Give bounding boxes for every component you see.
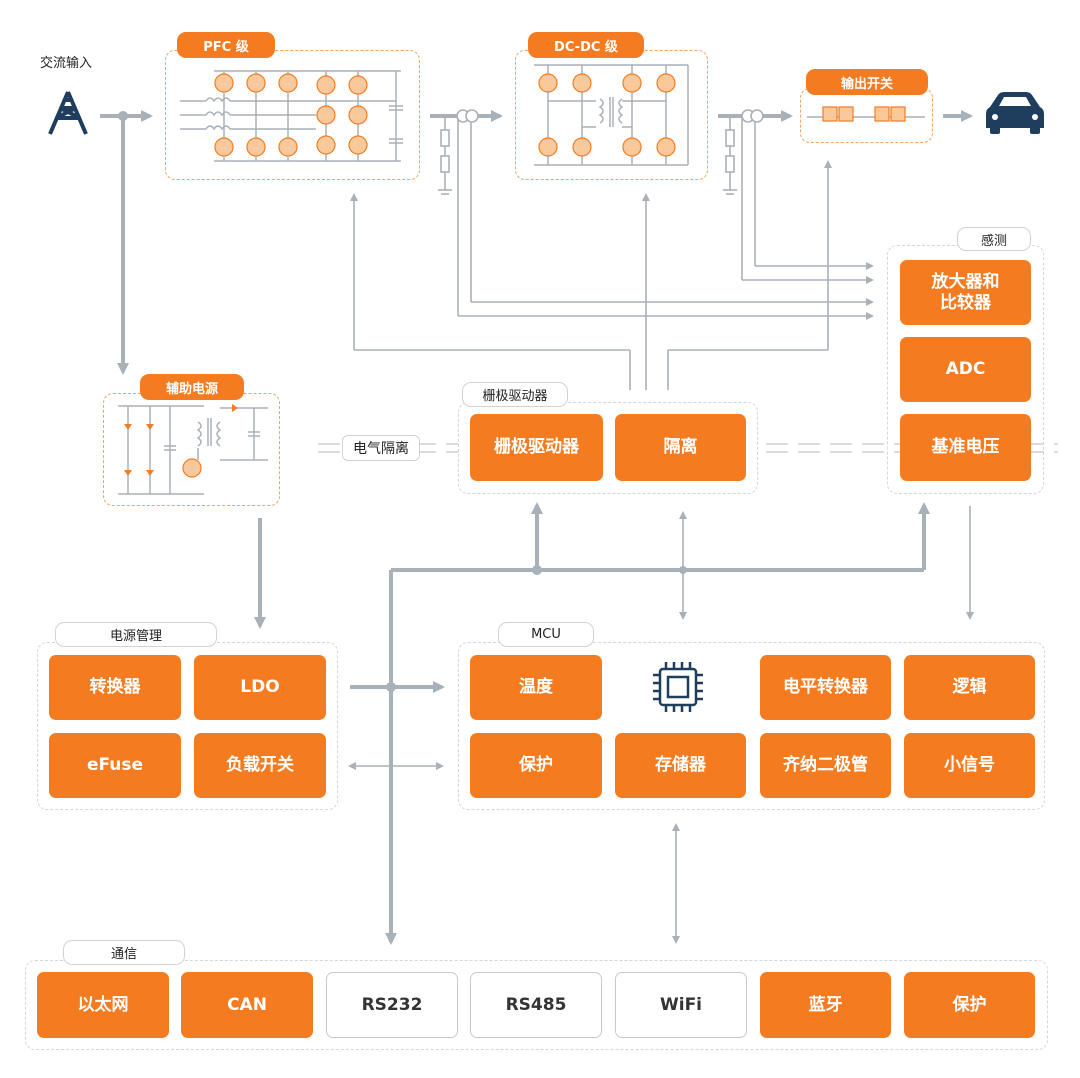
level-shifter-block: 电平转换器 xyxy=(760,655,891,720)
galvanic-isolation-label: 电气隔离 xyxy=(342,435,420,461)
output-switch-schematic xyxy=(807,106,925,122)
pfc-circuit xyxy=(165,50,420,180)
sensing-label: 感测 xyxy=(957,227,1031,251)
load-switch-block: 负载开关 xyxy=(194,733,326,798)
dcdc-stage-label: DC-DC 级 xyxy=(528,32,644,58)
ethernet-block: 以太网 xyxy=(37,972,169,1038)
can-block: CAN xyxy=(181,972,313,1038)
mcu-group xyxy=(458,642,1045,810)
output-switch-label: 输出开关 xyxy=(806,69,928,95)
amplifier-comparator-block: 放大器和 比较器 xyxy=(900,260,1031,325)
aux-power-schematic xyxy=(118,404,268,495)
rs485-block: RS485 xyxy=(470,972,602,1038)
transmission-tower-icon xyxy=(48,91,88,135)
converter-block: 转换器 xyxy=(49,655,181,720)
ac-input-label: 交流输入 xyxy=(40,56,93,71)
aux-power-label: 辅助电源 xyxy=(140,374,244,400)
zener-diode-block: 齐纳二极管 xyxy=(760,733,891,798)
adc-block: ADC xyxy=(900,337,1031,402)
output-switch-circuit xyxy=(800,88,933,143)
efuse-block: eFuse xyxy=(49,733,181,798)
comm-protection-block: 保护 xyxy=(904,972,1035,1038)
logic-block: 逻辑 xyxy=(904,655,1035,720)
small-signal-block: 小信号 xyxy=(904,733,1035,798)
mcu-label: MCU xyxy=(498,622,594,647)
wifi-block: WiFi xyxy=(615,972,747,1038)
dcdc-circuit xyxy=(515,50,708,180)
power-management-label: 电源管理 xyxy=(55,622,217,647)
communication-group xyxy=(25,960,1048,1050)
gate-driver-block: 栅极驱动器 xyxy=(470,414,603,481)
memory-block: 存储器 xyxy=(615,733,746,798)
protection-block: 保护 xyxy=(470,733,602,798)
dcdc-schematic xyxy=(534,64,689,166)
communication-label: 通信 xyxy=(63,940,185,965)
aux-power-circuit xyxy=(103,393,280,506)
ldo-block: LDO xyxy=(194,655,326,720)
pfc-stage-label: PFC 级 xyxy=(177,32,275,58)
rs232-block: RS232 xyxy=(326,972,458,1038)
temperature-block: 温度 xyxy=(470,655,602,720)
isolation-block: 隔离 xyxy=(615,414,746,481)
voltage-reference-block: 基准电压 xyxy=(900,414,1031,481)
car-icon xyxy=(986,92,1044,134)
gate-driver-group-label: 栅极驱动器 xyxy=(462,382,568,407)
chip-icon xyxy=(653,662,703,712)
pfc-schematic xyxy=(180,70,403,162)
bluetooth-block: 蓝牙 xyxy=(760,972,891,1038)
